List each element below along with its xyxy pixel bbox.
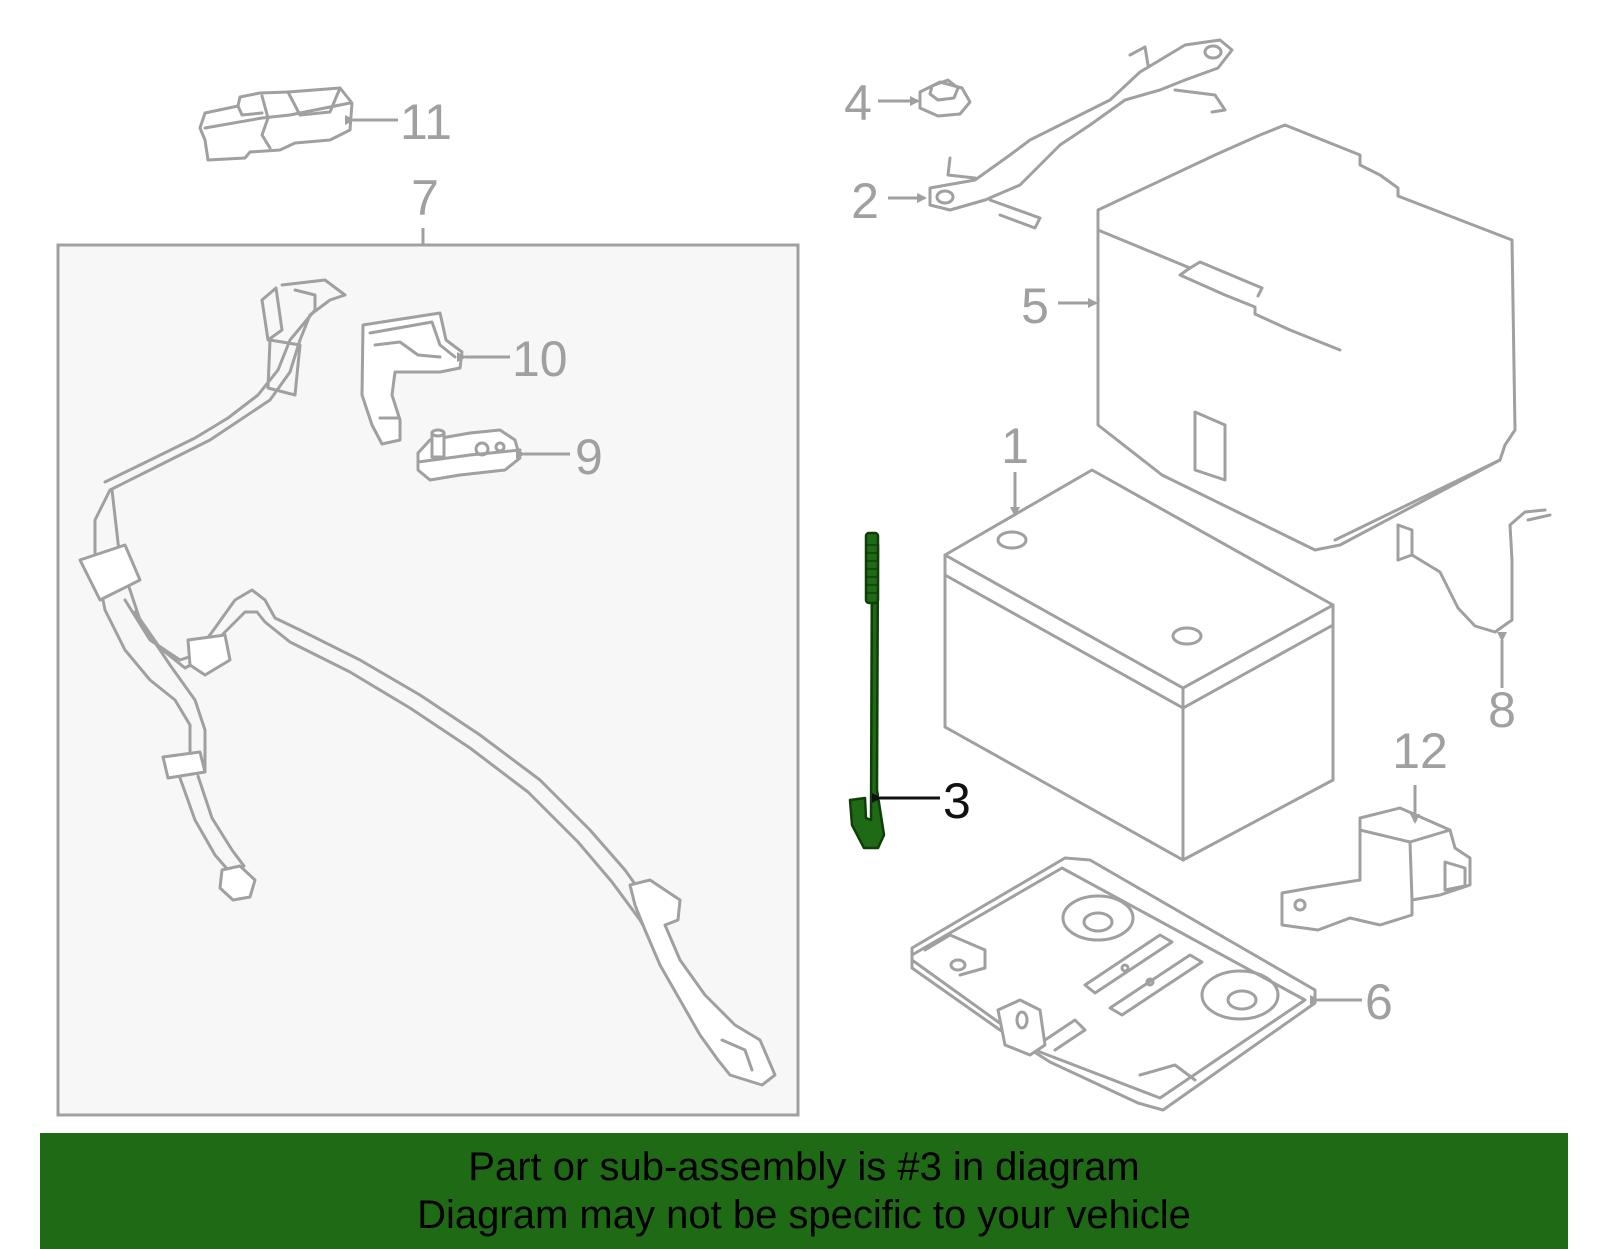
battery-tray-6 [910,856,1317,1112]
banner-background [40,1133,1568,1249]
banner-line-2: Diagram may not be specific to your vehi… [417,1193,1191,1237]
sensor-12 [1280,806,1472,932]
callout-9: 9 [575,429,603,485]
callout-6: 6 [1365,974,1393,1030]
callout-2: 2 [851,173,879,229]
callout-1: 1 [1001,418,1029,474]
banner-line-1: Part or sub-assembly is #3 in diagram [468,1145,1140,1189]
callout-8: 8 [1488,682,1516,738]
callout-11: 11 [400,94,452,150]
callout-arrows [345,96,1507,1005]
terminal-cover-10 [360,311,464,446]
callout-4: 4 [844,75,872,131]
hold-down-bracket-2 [928,38,1234,230]
info-banner: Part or sub-assembly is #3 in diagram Di… [40,1133,1568,1249]
callout-12: 12 [1392,723,1448,779]
callout-7: 7 [411,170,439,226]
ground-cable-8 [1396,508,1552,634]
battery-cable-harness [78,278,777,1087]
battery-1 [943,468,1335,862]
callout-3: 3 [943,773,971,829]
terminal-cover-11 [198,86,354,162]
callout-10: 10 [512,331,568,387]
hold-down-rod-3 [848,531,886,850]
battery-cover-5 [1096,123,1517,552]
callout-5: 5 [1021,278,1049,334]
nut-4 [918,78,972,118]
callout-labels: 1 2 3 4 5 6 7 8 9 10 11 12 [400,75,1516,1030]
